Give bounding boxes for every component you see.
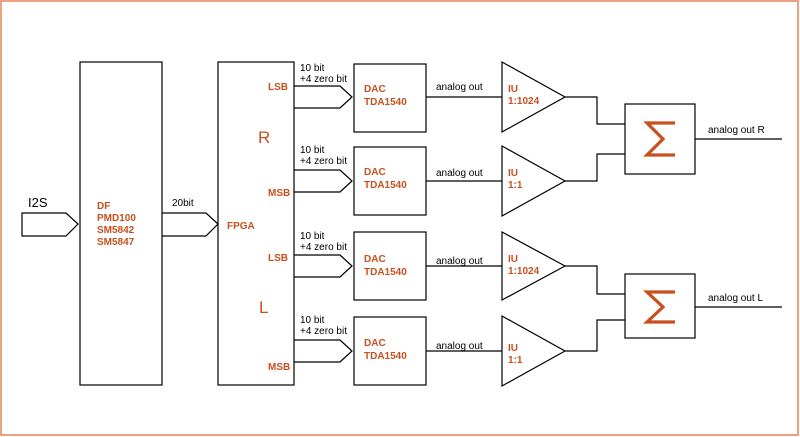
- amp-to-sum-wire: [565, 319, 625, 352]
- df-line-2: PMD100: [97, 213, 136, 224]
- dac-box: [353, 231, 427, 301]
- analog-label: analog out: [436, 82, 483, 93]
- amplifier-triangle: [501, 60, 567, 134]
- iu-line-1: IU: [508, 168, 518, 179]
- dac-line-1: DAC: [364, 254, 386, 265]
- iu-line-2: 1:1024: [508, 96, 540, 107]
- bus-20bit: 20bit: [162, 198, 219, 237]
- summer-box: [624, 103, 696, 175]
- amplifier-triangle: [501, 314, 567, 388]
- iu-line-1: IU: [508, 84, 518, 95]
- iu-line-2: 1:1: [508, 180, 523, 191]
- fpga-box: [217, 61, 295, 386]
- bit-label: MSB: [268, 188, 290, 199]
- data-arrow: [294, 254, 353, 278]
- dac-line-2: TDA1540: [364, 180, 407, 191]
- dac-line-2: TDA1540: [364, 97, 407, 108]
- iu-line-2: 1:1024: [508, 266, 540, 277]
- bus-arrow: [162, 212, 219, 237]
- dac-box: [353, 146, 427, 216]
- width-line-2: +4 zero bit: [300, 74, 347, 85]
- dac-line-1: DAC: [364, 167, 386, 178]
- amplifier-triangle: [501, 230, 567, 302]
- summer-box: [624, 273, 696, 339]
- width-line-2: +4 zero bit: [300, 242, 347, 253]
- amp-to-sum-wire: [565, 96, 625, 125]
- summer-r: analog out R: [624, 103, 782, 175]
- width-line-1: 10 bit: [300, 231, 325, 242]
- width-line-1: 10 bit: [300, 63, 325, 74]
- bit-label: LSB: [268, 253, 288, 264]
- i2s-arrow: [21, 212, 79, 237]
- df-line-3: SM5842: [97, 225, 135, 236]
- path-l-msb: MSB 10 bit +4 zero bit DAC TDA1540 analo…: [268, 314, 625, 388]
- summer-l: analog out L: [624, 273, 782, 339]
- analog-label: analog out: [436, 341, 483, 352]
- data-arrow: [294, 85, 353, 109]
- data-arrow: [294, 339, 353, 363]
- analog-label: analog out: [436, 168, 483, 179]
- path-r-msb: MSB 10 bit +4 zero bit DAC TDA1540 analo…: [268, 144, 625, 218]
- df-line-4: SM5847: [97, 237, 135, 248]
- dac-box: [353, 316, 427, 386]
- output-label: analog out L: [708, 293, 763, 304]
- fpga-label: FPGA: [227, 221, 255, 232]
- output-label: analog out R: [708, 125, 765, 136]
- amplifier-triangle: [501, 144, 567, 218]
- channel-r-label: R: [258, 128, 270, 147]
- dac-box: [353, 63, 427, 133]
- bit-label: MSB: [268, 362, 290, 373]
- amp-to-sum-wire: [565, 153, 625, 182]
- fpga-block: FPGA R L: [217, 61, 295, 386]
- bus-label: 20bit: [172, 198, 194, 209]
- df-block: DF PMD100 SM5842 SM5847: [79, 61, 163, 386]
- analog-label: analog out: [436, 256, 483, 267]
- sigma-icon: [643, 121, 675, 157]
- df-line-1: DF: [97, 201, 110, 212]
- sigma-icon: [642, 290, 675, 324]
- i2s-input: I2S: [21, 195, 79, 237]
- width-line-2: +4 zero bit: [300, 156, 347, 167]
- dac-line-1: DAC: [364, 84, 386, 95]
- bit-label: LSB: [268, 82, 288, 93]
- iu-line-1: IU: [508, 254, 518, 265]
- width-line-1: 10 bit: [300, 145, 325, 156]
- iu-line-2: 1:1: [508, 355, 523, 366]
- width-line-1: 10 bit: [300, 315, 325, 326]
- data-arrow: [294, 169, 353, 193]
- dac-line-1: DAC: [364, 338, 386, 349]
- amp-to-sum-wire: [565, 265, 625, 295]
- dac-line-2: TDA1540: [364, 267, 407, 278]
- df-box: [79, 61, 163, 386]
- path-r-lsb: LSB 10 bit +4 zero bit DAC TDA1540 analo…: [268, 60, 625, 134]
- i2s-label: I2S: [28, 195, 48, 210]
- iu-line-1: IU: [508, 343, 518, 354]
- path-l-lsb: LSB 10 bit +4 zero bit DAC TDA1540 analo…: [268, 230, 625, 302]
- dac-line-2: TDA1540: [364, 351, 407, 362]
- channel-l-label: L: [259, 298, 268, 317]
- width-line-2: +4 zero bit: [300, 326, 347, 337]
